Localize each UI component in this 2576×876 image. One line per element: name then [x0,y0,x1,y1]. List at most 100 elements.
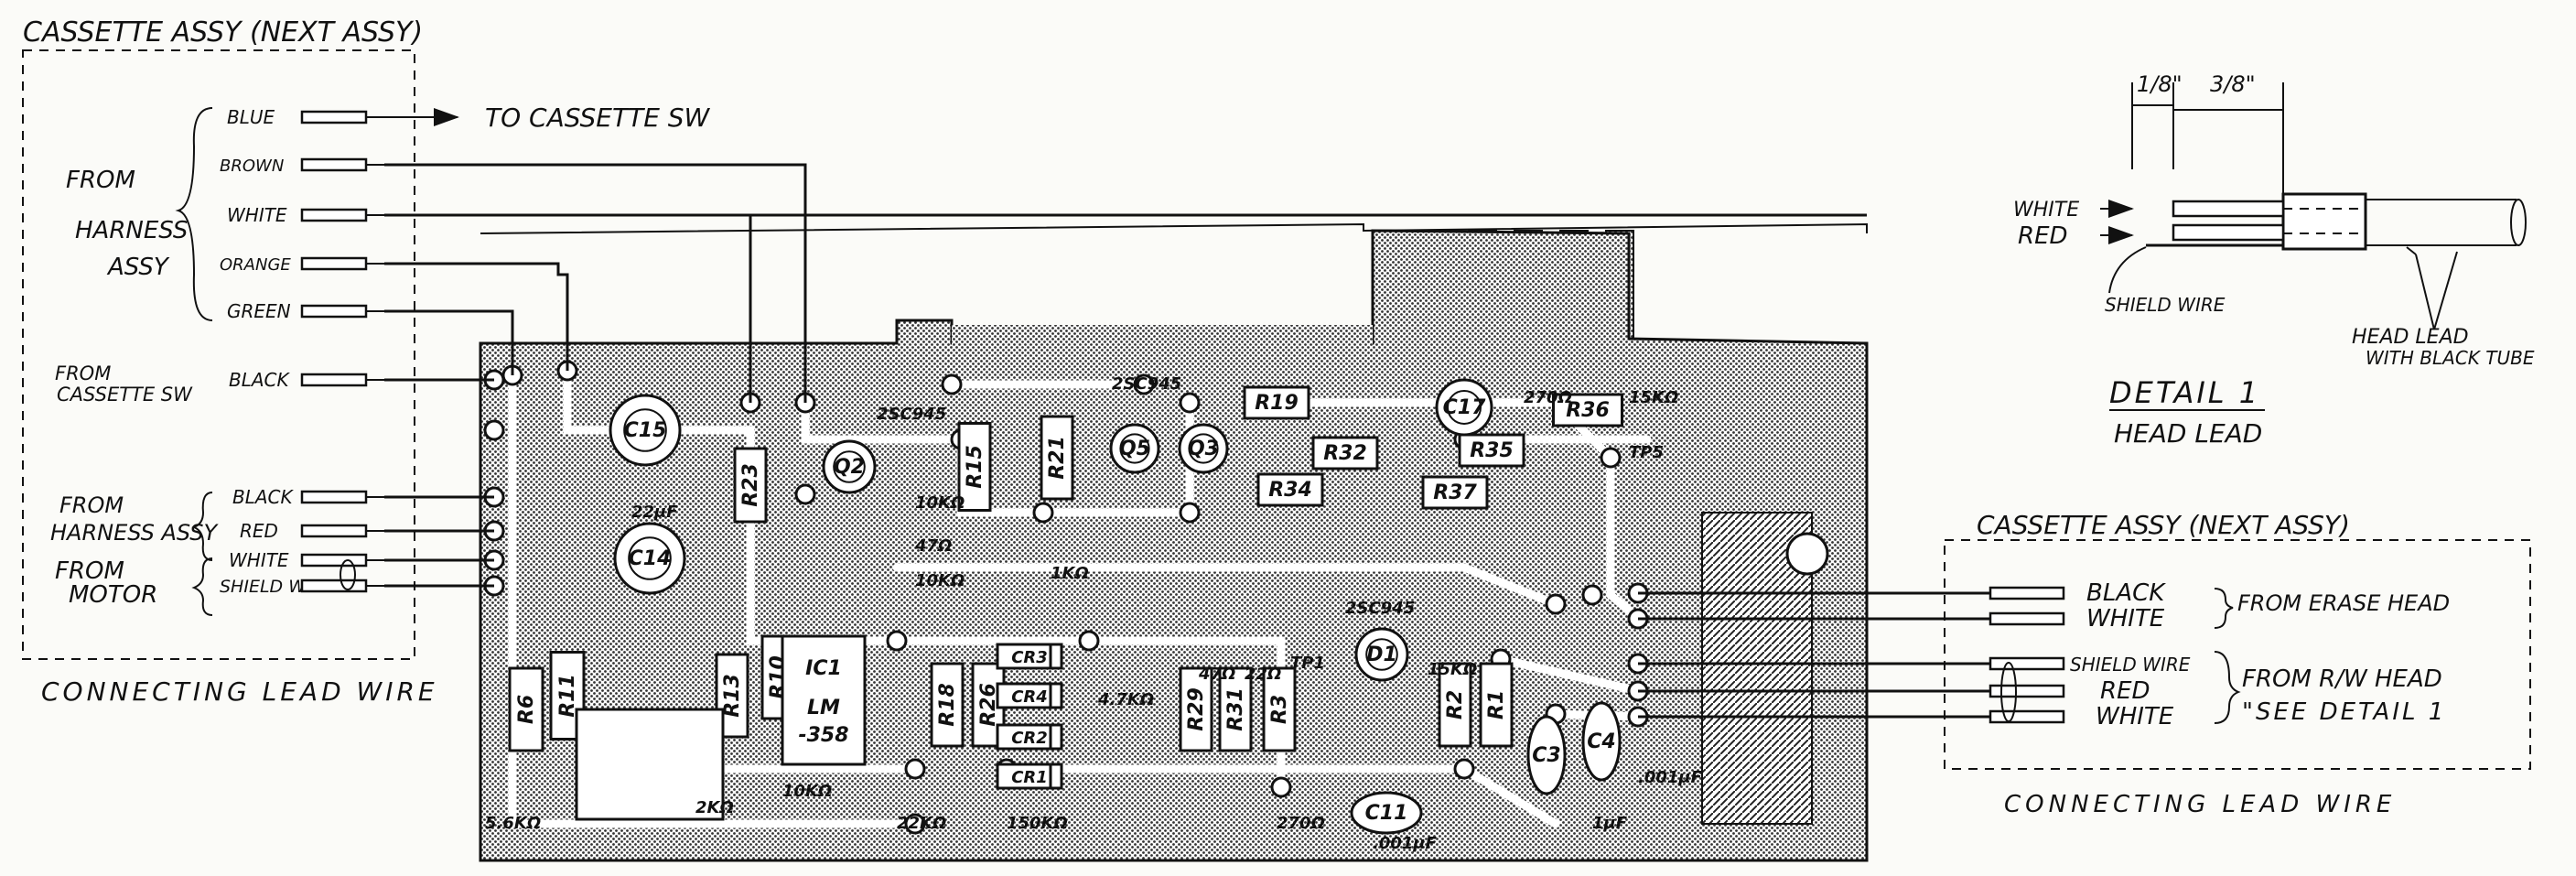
component-c15: C15 [609,394,682,467]
detail-shield-label: SHIELD WIRE [2105,294,2226,316]
trace-15 [1606,453,1643,623]
component-r1: R1 [1479,662,1514,748]
component-ref-r21: R21 [1046,436,1069,480]
left-lead-wire-0 [384,163,807,403]
value-label-15: 15KΩ [1428,660,1477,679]
component-r35: R35 [1458,433,1525,468]
from-cassette-sw-line1: FROM [55,362,111,384]
pad-14 [1179,392,1201,414]
left-wire-label-2: WHITE [227,204,287,226]
pad-22 [1600,447,1622,469]
value-label-19: .001μF [1638,768,1703,787]
value-label-6: 15KΩ [1629,388,1678,407]
right-wire-label-3: RED [2100,677,2150,705]
component-r32: R32 [1311,436,1379,470]
right-wire-connector-0 [1989,586,2065,600]
component-r2: R2 [1438,662,1472,748]
component-c3: C3 [1526,715,1567,795]
left-wire-connector-8 [300,553,368,568]
left-wire-label-4: GREEN [227,300,291,322]
component-ref-d1: D1 [1366,643,1397,666]
ic1-label-358: -358 [798,724,848,747]
left-lead-wires [340,163,1867,590]
component-ref-r34: R34 [1268,479,1312,502]
component-ref-r6: R6 [515,695,538,724]
left-lead-wire-2 [384,262,569,371]
value-label-24: TP1 [1290,654,1325,673]
component-value-labels: 2SC9452SC9452SC94510KΩ10KΩ47Ω15KΩ4.7KΩ5.… [485,374,1703,853]
value-label-13: 47Ω [1198,665,1235,684]
component-q5: Q5 [1109,423,1160,474]
right-wire-connector-1 [1989,611,2065,626]
value-label-7: 4.7KΩ [1097,690,1154,709]
ic1-label-lm: LM [807,697,840,719]
detail-white-wire [2172,200,2285,218]
component-ref-r23: R23 [739,463,762,507]
from-harness-assy-line2: HARNESS ASSY [50,520,220,546]
from-harness-assy-line1: FROM [59,492,124,518]
component-ref-r13: R13 [721,674,744,718]
component-r19: R19 [1243,385,1310,420]
right-box-footer: CONNECTING LEAD WIRE [2004,791,2396,818]
harness-label-line2: HARNESS [75,217,188,244]
component-ic1: IC1 [781,634,867,766]
left-wire-label-0: BLUE [227,106,275,128]
component-ref-r29: R29 [1185,687,1208,731]
component-ref-r36: R36 [1566,399,1610,422]
pad-32 [1581,584,1603,606]
component-ref-c3: C3 [1532,744,1560,767]
left-wire-label-1: BROWN [220,157,284,176]
from-motor-line1: FROM [55,557,124,585]
detail-red-label: RED [2018,222,2068,250]
motor-brace [191,557,213,616]
trace-12 [892,563,1560,609]
left-wire-connector-3 [300,256,368,271]
trace-16 [1496,654,1643,696]
left-wire-connector-1 [300,157,368,172]
component-ref-c11: C11 [1365,802,1408,825]
left-wire-connector-6 [300,490,368,504]
component-r23: R23 [733,447,768,524]
component-ref-c15: C15 [624,419,667,442]
component-r21: R21 [1040,415,1074,501]
right-wire-label-2: SHIELD WIRE [2070,654,2191,676]
component-r6: R6 [508,666,544,752]
value-label-0: 2SC945 [1112,374,1181,394]
value-label-14: 22Ω [1245,665,1281,684]
component-cr3: CR3 [996,643,1063,670]
pad-13 [1032,502,1054,524]
component-ref-ic1: IC1 [805,657,842,680]
harness-brace [175,107,213,321]
value-label-4: 10KΩ [915,571,965,590]
component-d1: D1 [1354,627,1409,682]
value-label-25: 1KΩ [1051,564,1089,583]
left-wire-label-8: WHITE [229,549,289,571]
right-wire-connector-2 [1989,656,2065,671]
trace-3 [801,398,965,444]
see-detail-label: "SEE DETAIL 1 [2242,698,2446,726]
detail-head-lead-1: HEAD LEAD [2352,326,2469,349]
component-ref-cr1: CR1 [1011,768,1048,787]
value-label-1: 2SC945 [877,405,946,424]
harness-label-line1: FROM [66,167,135,194]
left-wire-label-3: ORANGE [220,255,291,275]
value-label-11: 22KΩ [897,814,946,833]
component-ref-r32: R32 [1323,442,1367,465]
component-ref-r2: R2 [1444,690,1467,719]
right-lead-wires [1638,591,2017,722]
component-r34: R34 [1256,472,1324,507]
component-r37: R37 [1421,475,1489,510]
left-box-title: CASSETTE ASSY (NEXT ASSY) [23,16,423,49]
value-label-17: 1μF [1592,814,1628,833]
component-cr2: CR2 [996,723,1063,751]
component-c17: C17 [1435,378,1493,437]
pad-27 [1453,758,1475,780]
component-c4: C4 [1581,701,1622,782]
detail-red-wire [2172,223,2285,242]
pad-15 [1179,502,1201,524]
component-r29: R29 [1179,666,1213,752]
component-ref-c14: C14 [629,547,672,570]
